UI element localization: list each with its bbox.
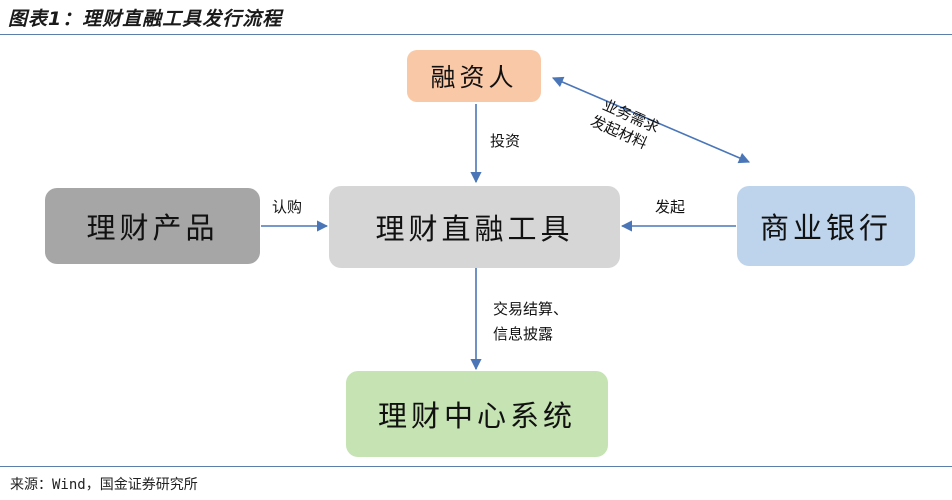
financier-node: 融资人 [407, 50, 541, 102]
center-label: 理财中心系统 [377, 399, 576, 433]
page-title: 图表1：理财直融工具发行流程 [8, 8, 283, 30]
settlement-label-line1: 交易结算、 [493, 300, 569, 318]
bottom-divider [0, 466, 952, 467]
top-divider [0, 34, 952, 35]
initiate-label: 发起 [655, 198, 686, 216]
center-node: 理财中心系统 [346, 371, 608, 457]
invest-label: 投资 [490, 132, 521, 150]
product-label: 理财产品 [86, 211, 219, 245]
bank-node: 商业银行 [737, 186, 915, 266]
tool-node: 理财直融工具 [329, 186, 620, 268]
tool-label: 理财直融工具 [375, 212, 574, 246]
bank-label: 商业银行 [759, 211, 892, 245]
settlement-label-line2: 信息披露 [493, 325, 554, 343]
source-note: 来源：Wind，国金证券研究所 [10, 477, 198, 493]
product-node: 理财产品 [45, 188, 260, 264]
financier-label: 融资人 [430, 63, 518, 92]
subscribe-label: 认购 [272, 198, 303, 216]
business-need-arrow [551, 76, 751, 164]
